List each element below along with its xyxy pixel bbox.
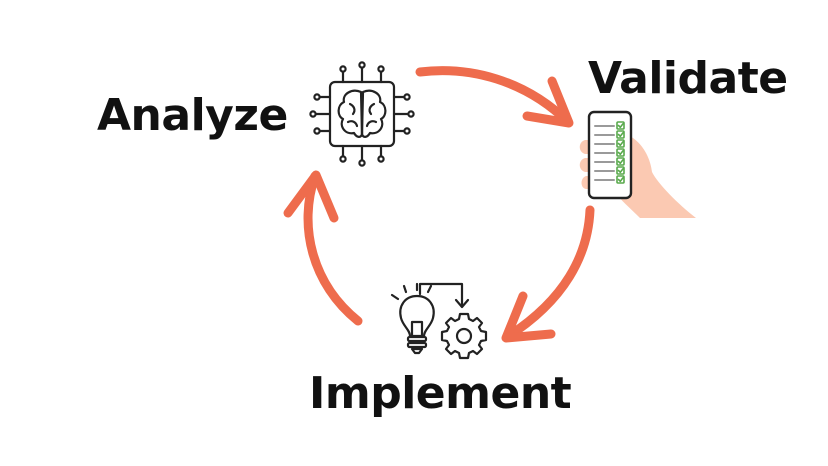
stage-label-analyze: Analyze bbox=[97, 90, 288, 141]
arrow-implement-to-analyze bbox=[303, 171, 363, 326]
phone-checklist-icon bbox=[579, 110, 696, 218]
arrowhead-implement-to-analyze bbox=[283, 170, 339, 223]
hand-shape bbox=[614, 134, 696, 218]
stage-label-implement: Implement bbox=[309, 368, 572, 419]
stage-label-validate: Validate bbox=[588, 53, 788, 104]
cycle-arrows bbox=[283, 66, 595, 343]
arrow-analyze-to-validate bbox=[415, 66, 573, 127]
brain-chip-icon bbox=[309, 61, 415, 167]
arrowhead-analyze-to-validate bbox=[522, 76, 574, 128]
arrowhead-validate-to-implement bbox=[501, 291, 556, 343]
lightbulb-gear-icon bbox=[390, 282, 488, 360]
arrow-validate-to-implement bbox=[502, 205, 595, 342]
